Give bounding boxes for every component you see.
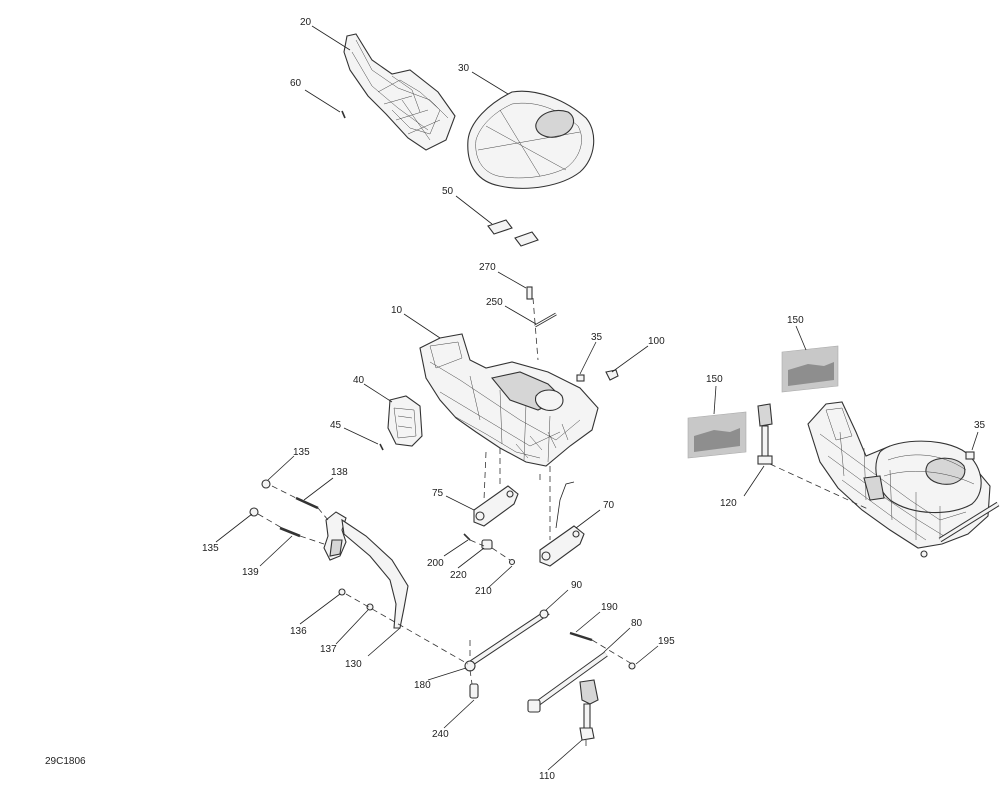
pad-part-150-left[interactable]: [687, 411, 747, 459]
belt-anchor-part-120[interactable]: [757, 403, 773, 465]
bushing-part-220[interactable]: [481, 539, 493, 550]
callout-195: 195: [658, 636, 675, 647]
seat-cover-part-30[interactable]: [467, 90, 595, 189]
callout-40: 40: [353, 375, 365, 386]
callout-100: 100: [648, 336, 665, 347]
bolt-part-136[interactable]: [338, 588, 346, 596]
rod-part-250[interactable]: [534, 312, 557, 328]
pin-part-200[interactable]: [463, 533, 471, 541]
callout-150-left: 150: [706, 374, 723, 385]
sleeve-part-240[interactable]: [469, 683, 479, 699]
callout-137: 137: [320, 644, 337, 655]
nut-part-180[interactable]: [464, 660, 476, 672]
assembly-lines: [257, 297, 871, 750]
callout-75: 75: [432, 488, 444, 499]
nut-part-135-upper[interactable]: [261, 479, 271, 489]
callout-250: 250: [486, 297, 503, 308]
bolt-part-190[interactable]: [569, 631, 593, 642]
callout-30: 30: [458, 63, 470, 74]
assembled-seat-view: [807, 401, 1000, 558]
callout-200: 200: [427, 558, 444, 569]
callout-120: 120: [720, 498, 737, 509]
pad-part-150-right[interactable]: [781, 345, 839, 393]
callout-70: 70: [603, 500, 615, 511]
bracket-part-100[interactable]: [605, 369, 619, 381]
callout-10: 10: [391, 305, 403, 316]
callout-35: 35: [591, 332, 603, 343]
nut-part-195[interactable]: [628, 662, 636, 670]
screw-part-60[interactable]: [341, 110, 346, 119]
callout-136: 136: [290, 626, 307, 637]
labels-part-50[interactable]: [487, 219, 539, 247]
callout-80: 80: [631, 618, 643, 629]
callout-135-upper: 135: [293, 447, 310, 458]
callout-110: 110: [539, 771, 555, 782]
screw-part-45[interactable]: [379, 443, 384, 451]
seat-belt-retractor-part-130[interactable]: [323, 511, 409, 629]
callout-90: 90: [571, 580, 583, 591]
seat-frame-part-10[interactable]: [419, 333, 599, 467]
slide-rail-part-70[interactable]: [539, 481, 585, 567]
callout-135-lower: 135: [202, 543, 219, 554]
callout-270: 270: [479, 262, 496, 273]
callout-138: 138: [331, 467, 348, 478]
callout-190: 190: [601, 602, 618, 613]
callout-labels: 20 60 30 50 270 250 10 35 100 40 45 75 7…: [202, 17, 986, 782]
callout-20: 20: [300, 17, 312, 28]
bolt-part-139[interactable]: [279, 526, 301, 538]
callout-50: 50: [442, 186, 454, 197]
cross-tube-part-80[interactable]: [527, 651, 608, 713]
clip-part-35-right[interactable]: [965, 451, 975, 460]
washer-part-137[interactable]: [366, 603, 374, 611]
bolt-part-270[interactable]: [526, 286, 533, 300]
callout-210: 210: [475, 586, 492, 597]
callout-45: 45: [330, 420, 342, 431]
side-panel-part-40[interactable]: [387, 395, 423, 447]
seat-belt-buckle-part-110[interactable]: [579, 679, 599, 741]
callout-139: 139: [242, 567, 259, 578]
bolt-part-138[interactable]: [295, 496, 319, 510]
nut-part-210[interactable]: [508, 558, 516, 566]
leader-lines: [215, 25, 979, 771]
callout-60: 60: [290, 78, 302, 89]
clip-part-35[interactable]: [576, 374, 585, 382]
document-id: 29C1806: [45, 756, 86, 767]
callout-220: 220: [450, 570, 467, 581]
callout-130: 130: [345, 659, 362, 670]
cross-tube-part-90[interactable]: [468, 609, 550, 667]
slide-rail-part-75[interactable]: [473, 485, 519, 527]
callout-240: 240: [432, 729, 449, 740]
seat-cushion-part-20[interactable]: [343, 33, 456, 151]
callout-35-right: 35: [974, 420, 986, 431]
callout-180: 180: [414, 680, 431, 691]
callout-150-right: 150: [787, 315, 804, 326]
